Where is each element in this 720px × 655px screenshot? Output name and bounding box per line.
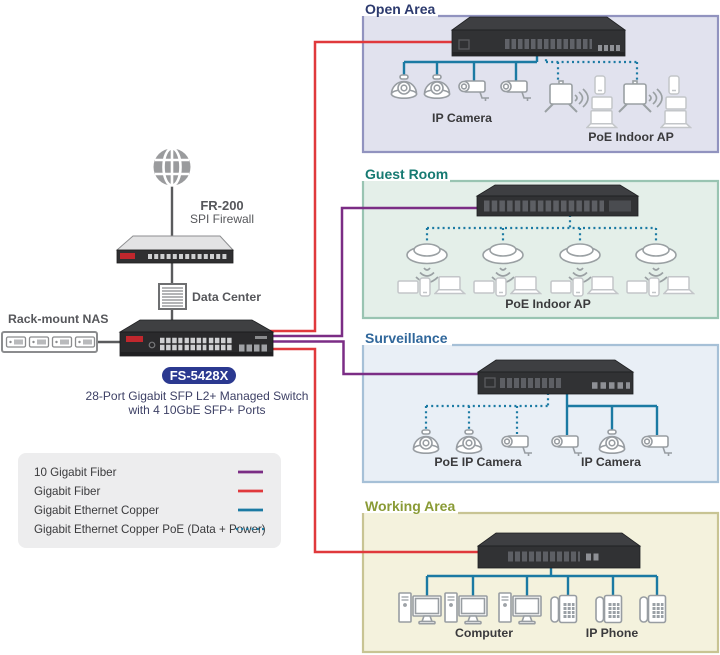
phone-icon (495, 277, 507, 297)
tablet-icon (397, 280, 419, 294)
nas-device (1, 331, 98, 353)
firewall-desc-label: SPI Firewall (190, 212, 254, 226)
internet-globe-icon (153, 147, 191, 187)
link-10g-fiber-surveillance (265, 340, 478, 376)
tablet-icon (626, 280, 648, 294)
phone-icon (648, 277, 660, 297)
guest-room-ap-label: PoE Indoor AP (505, 297, 591, 311)
phone-icon (668, 75, 680, 95)
link-gigabit-fiber-open-area (265, 40, 452, 333)
main-switch-model-label: FS-5428X (170, 368, 229, 383)
open-area-camera-label: IP Camera (432, 111, 492, 125)
legend: 10 Gigabit Fiber Gigabit Fiber Gigabit E… (18, 453, 281, 548)
working-area-border (361, 511, 720, 654)
laptop-icon (663, 276, 695, 295)
tablet-icon (665, 96, 687, 110)
surveillance-switch (476, 359, 635, 395)
legend-box (18, 453, 281, 548)
firewall-model-label: FR-200 (200, 198, 243, 213)
firewall-device (115, 235, 235, 264)
laptop-icon (587, 276, 619, 295)
phone-icon (419, 277, 431, 297)
data-center-label: Data Center (192, 290, 261, 304)
firewall-brand-badge (120, 253, 135, 259)
nas-label: Rack-mount NAS (8, 312, 108, 326)
ip-phone-icon (639, 594, 667, 624)
legend-item-label: Gigabit Ethernet Copper (34, 504, 159, 517)
surveillance-camera-label: IP Camera (581, 455, 641, 469)
main-switch-device (118, 319, 275, 357)
surveillance-poe-camera-label: PoE IP Camera (434, 455, 521, 469)
surveillance-poe-lines (424, 393, 550, 435)
guest-room-switch (475, 184, 640, 217)
laptop-icon (660, 110, 692, 129)
open-area-title: Open Area (365, 1, 435, 17)
main-switch-desc-line1: 28-Port Gigabit SFP L2+ Managed Switch (86, 389, 309, 403)
legend-item-label: Gigabit Ethernet Copper PoE (Data + Powe… (34, 523, 266, 536)
working-area-title: Working Area (365, 498, 455, 514)
legend-item-label: Gigabit Fiber (34, 485, 101, 498)
open-area-ap-label: PoE Indoor AP (588, 130, 674, 144)
guest-room-border (361, 179, 720, 320)
open-area-border (361, 14, 720, 154)
open-area-copper-lines (402, 54, 539, 81)
legend-item-label: 10 Gigabit Fiber (34, 466, 117, 479)
laptop-icon (434, 276, 466, 295)
ip-phone-icon (550, 594, 578, 624)
link-10g-fiber-guest-room (265, 206, 477, 338)
working-area-phone-label: IP Phone (586, 626, 639, 640)
working-area-copper-lines (425, 567, 659, 597)
phone-icon (572, 277, 584, 297)
link-gigabit-fiber-working-area (265, 347, 478, 554)
phone-icon (594, 75, 606, 95)
laptop-icon (586, 110, 618, 129)
working-area-computer-label: Computer (455, 626, 513, 640)
ip-phone-icon (595, 594, 623, 624)
main-switch-desc-line2: with 4 10GbE SFP+ Ports (127, 403, 265, 417)
surveillance-copper-lines (565, 393, 659, 435)
open-area-switch (450, 16, 627, 57)
main-switch-model-badge: FS-5428X (162, 367, 236, 384)
data-center-icon (158, 283, 187, 310)
guest-room-poe-lines (425, 215, 658, 241)
working-area-switch (476, 532, 642, 569)
surveillance-border (361, 343, 720, 484)
tablet-icon (591, 96, 613, 110)
tablet-icon (473, 280, 495, 294)
surveillance-title: Surveillance (365, 330, 448, 346)
tablet-icon (550, 280, 572, 294)
laptop-icon (510, 276, 542, 295)
guest-room-title: Guest Room (365, 166, 448, 182)
main-switch-brand-badge (126, 336, 143, 342)
